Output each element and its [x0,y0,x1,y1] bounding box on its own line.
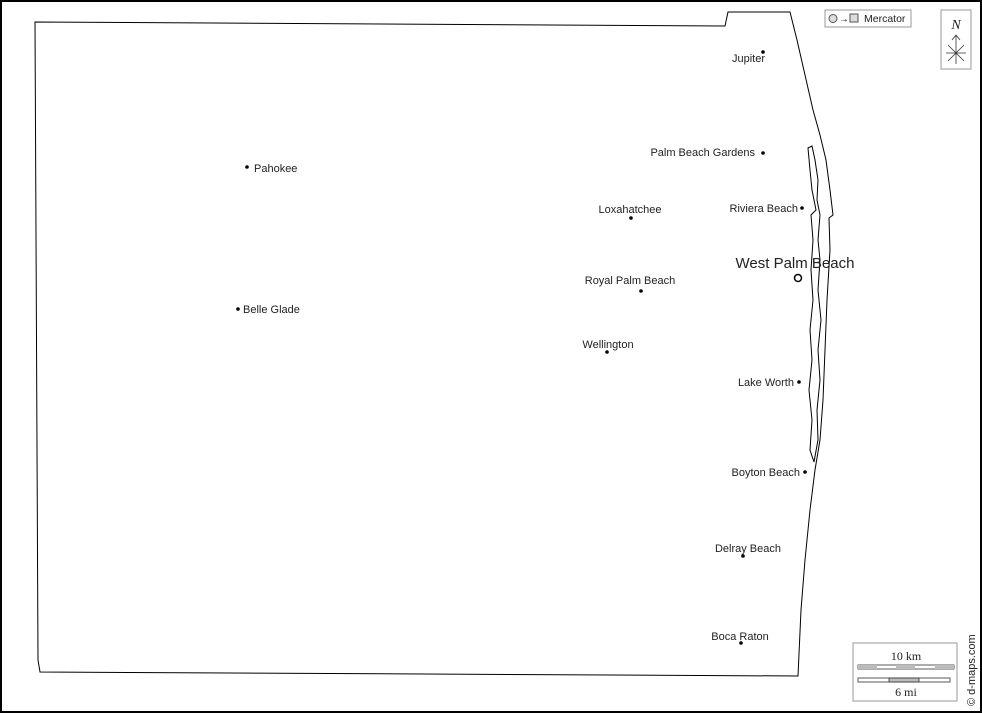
city-label: Jupiter [732,53,765,65]
city-label: Pahokee [254,163,297,175]
north-label: N [950,18,961,33]
city-label: Royal Palm Beach [585,275,676,287]
compass-icon [946,34,966,64]
north-arrow: N [940,9,972,70]
scale-mi-label: 6 mi [895,685,917,699]
city-label: Delray Beach [715,543,781,555]
barrier-island-lagoon [807,145,822,463]
capital-label: West Palm Beach [736,255,855,272]
city-label: Lake Worth [738,377,794,389]
capital-marker: West Palm Beach [736,255,855,283]
credit-label: © d-maps.com [966,634,978,706]
city-label: Belle Glade [243,304,300,316]
city-label: Wellington [582,339,633,351]
scale-km-label: 10 km [891,649,922,663]
city-label: Riviera Beach [730,203,798,215]
legend-projection: → Mercator [824,9,912,28]
globe-icon [828,14,838,23]
scale-bar: 10 km 6 mi [852,642,958,702]
county-outline [34,11,834,677]
city-label: Palm Beach Gardens [650,147,755,159]
city-label: Boca Raton [711,631,768,643]
flat-map-icon [849,13,859,23]
arrow-icon: → [839,14,849,25]
cities: Jupiter Palm Beach Gardens Pahokee Loxah… [236,50,807,645]
projection-label: Mercator [864,13,906,25]
city-label: Loxahatchee [599,204,662,216]
city-label: Boyton Beach [732,467,801,479]
